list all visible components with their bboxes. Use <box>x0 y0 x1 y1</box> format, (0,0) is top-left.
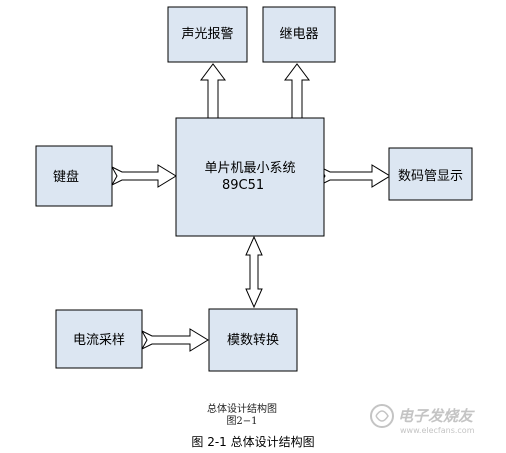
alarm-block: 声光报警 <box>167 6 248 63</box>
current-sampling-label: 电流采样 <box>73 333 125 348</box>
inner-figure-label: 图2−1 <box>226 415 257 427</box>
alarm-label: 声光报警 <box>181 26 233 42</box>
watermark-logo-icon <box>370 404 394 428</box>
current-sampling-block: 电流采样 <box>55 309 143 369</box>
watermark-logo-swirl <box>375 410 389 422</box>
mcu-label-line2: 89C51 <box>222 178 264 193</box>
display-label: 数码管显示 <box>398 169 463 184</box>
adc-block: 模数转换 <box>208 308 298 372</box>
display-block: 数码管显示 <box>388 147 473 201</box>
relay-label: 继电器 <box>279 27 318 42</box>
watermark-url: www.elecfans.com <box>400 426 475 435</box>
keyboard-block: 键盘 <box>35 145 113 207</box>
arrow-sampling-to-adc <box>140 328 209 352</box>
arrow-mcu-adc-bidirectional <box>245 235 263 309</box>
adc-label: 模数转换 <box>227 333 279 348</box>
arrow-keyboard-to-mcu <box>110 164 177 188</box>
arrow-mcu-to-display <box>318 164 391 188</box>
figure-caption: 图 2-1 总体设计结构图 <box>191 434 314 449</box>
mcu-label-line1: 单片机最小系统 <box>204 161 295 176</box>
mcu-block: 单片机最小系统 89C51 <box>175 117 325 237</box>
watermark-text: 电子发烧友 <box>398 407 475 425</box>
watermark: 电子发烧友 www.elecfans.com <box>370 404 475 435</box>
inner-title: 总体设计结构图 <box>207 402 277 415</box>
keyboard-label: 键盘 <box>53 169 79 185</box>
relay-block: 继电器 <box>262 6 336 63</box>
